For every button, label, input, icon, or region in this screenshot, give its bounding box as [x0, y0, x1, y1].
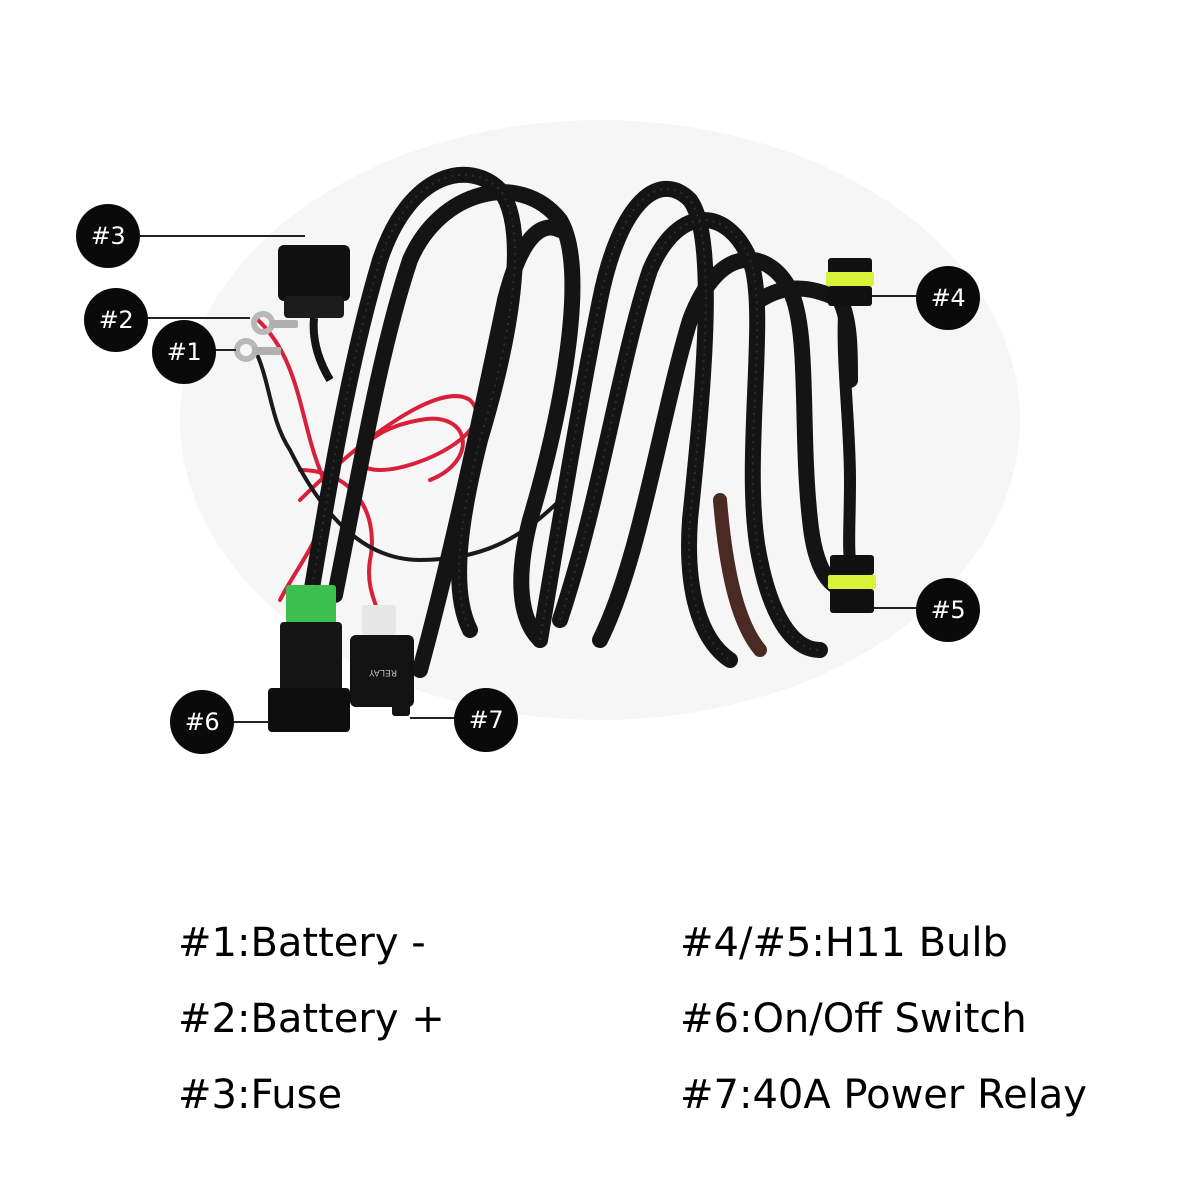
callout-6: #6 — [170, 690, 234, 754]
legend-fuse: #3:Fuse — [178, 1072, 343, 1118]
legend-power-relay: #7:40A Power Relay — [680, 1072, 1087, 1118]
callout-4: #4 — [916, 266, 980, 330]
wiring-harness-photo: RELAY — [140, 120, 1020, 732]
callout-7: #7 — [454, 688, 518, 752]
legend-on-off-switch: #6:On/Off Switch — [680, 996, 1027, 1042]
leader-lines — [140, 235, 922, 723]
h11-connector-bottom — [828, 555, 876, 613]
bulb-leads — [837, 294, 857, 566]
ring-terminals — [234, 311, 298, 362]
brown-sleeve — [713, 493, 767, 657]
power-relay: RELAY — [350, 605, 414, 716]
legend-battery-plus: #2:Battery + — [178, 996, 445, 1042]
fuse-holder — [278, 245, 350, 383]
callout-1: #1 — [152, 320, 216, 384]
legend-h11-bulb: #4/#5:H11 Bulb — [680, 920, 1008, 966]
callout-5: #5 — [916, 578, 980, 642]
svg-text:RELAY: RELAY — [368, 667, 397, 677]
callout-2: #2 — [84, 288, 148, 352]
loom-ridges — [309, 173, 821, 661]
on-off-switch — [268, 585, 350, 732]
photo-backdrop — [180, 120, 1020, 720]
callout-3: #3 — [76, 204, 140, 268]
legend-battery-minus: #1:Battery - — [178, 920, 426, 966]
h11-connector-top — [826, 258, 874, 306]
